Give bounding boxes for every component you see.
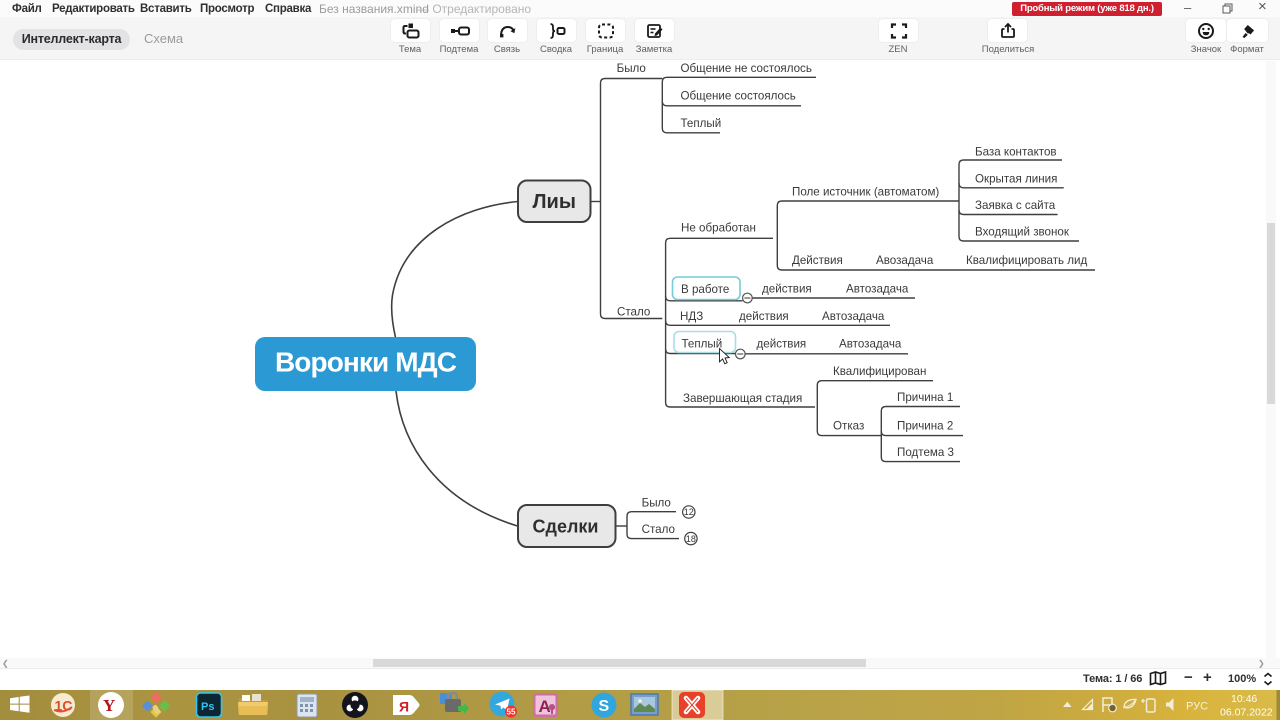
svg-text:Подтема 3: Подтема 3	[897, 446, 954, 459]
svg-text:Было: Было	[642, 497, 671, 510]
svg-text:Было: Было	[617, 62, 646, 75]
svg-text:Завершающая стадия: Завершающая стадия	[683, 392, 802, 405]
svg-text:действия: действия	[757, 338, 807, 351]
svg-text:Общение не состоялось: Общение не состоялось	[681, 62, 812, 75]
svg-text:Лиы: Лиы	[532, 191, 575, 213]
svg-text:18: 18	[686, 534, 696, 544]
svg-text:Авозадача: Авозадача	[876, 254, 934, 267]
svg-text:Автозадача: Автозадача	[839, 338, 902, 351]
svg-text:Отказ: Отказ	[833, 420, 864, 433]
svg-text:Стало: Стало	[617, 306, 650, 319]
svg-text:Я: Я	[399, 699, 409, 715]
svg-text:A: A	[539, 697, 551, 716]
svg-text:Причина 2: Причина 2	[897, 420, 953, 433]
svg-text:Теплый: Теплый	[681, 117, 722, 130]
svg-text:Y: Y	[103, 696, 115, 715]
svg-text:Воронки МДС: Воронки МДС	[275, 347, 457, 378]
svg-text:Автозадача: Автозадача	[822, 310, 885, 323]
svg-text:Заявка с сайта: Заявка с сайта	[975, 199, 1056, 212]
svg-text:Квалифицировать лид: Квалифицировать лид	[966, 254, 1088, 267]
svg-text:10:46: 10:46	[1231, 693, 1257, 705]
svg-text:Ps: Ps	[201, 701, 214, 713]
svg-text:Теплый: Теплый	[682, 338, 723, 351]
svg-text:Стало: Стало	[642, 523, 675, 536]
svg-text:06.07.2022: 06.07.2022	[1220, 707, 1273, 719]
svg-text:S: S	[599, 698, 610, 715]
svg-text:В работе: В работе	[681, 283, 729, 296]
svg-text:действия: действия	[739, 310, 789, 323]
svg-text:Окрытая линия: Окрытая линия	[975, 173, 1057, 186]
svg-text:Не обработан: Не обработан	[681, 222, 756, 235]
svg-text:База контактов: База контактов	[975, 146, 1057, 159]
svg-text:Автозадача: Автозадача	[846, 283, 909, 296]
svg-text:Входящий звонок: Входящий звонок	[975, 226, 1070, 239]
svg-text:Действия: Действия	[792, 254, 843, 267]
svg-text:Квалифицирован: Квалифицирован	[833, 365, 926, 378]
svg-text:действия: действия	[762, 283, 812, 296]
svg-text:НДЗ: НДЗ	[680, 310, 703, 323]
svg-text:55: 55	[507, 708, 516, 717]
svg-text:Общение состоялось: Общение состоялось	[681, 90, 796, 103]
svg-text:Поле источник (автоматом): Поле источник (автоматом)	[792, 185, 939, 198]
svg-text:Сделки: Сделки	[533, 516, 599, 536]
svg-text:РУС: РУС	[1186, 701, 1208, 713]
svg-text:Причина 1: Причина 1	[897, 391, 953, 404]
svg-text:12: 12	[684, 507, 694, 517]
